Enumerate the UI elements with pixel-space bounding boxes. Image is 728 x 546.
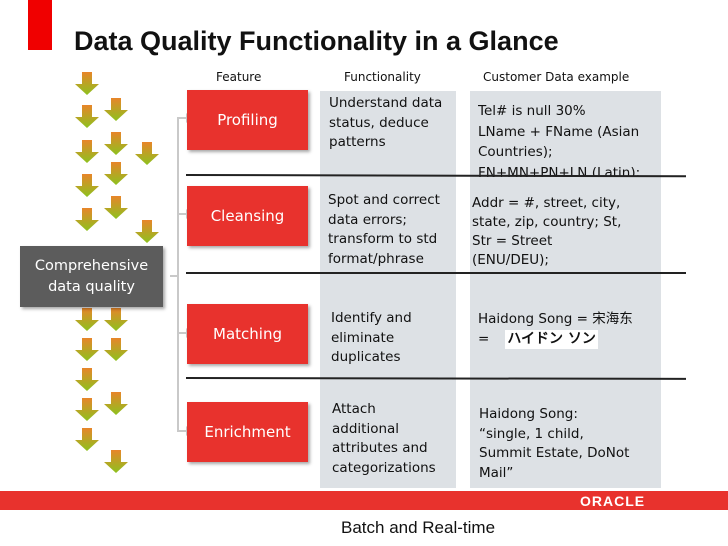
footer-bar [0,491,728,510]
comprehensive-line-2: data quality [48,278,135,295]
text-line: LName + FName (Asian [478,123,640,140]
text-line: attributes and [332,440,428,456]
text-line: duplicates [331,349,401,365]
example-cleansing: Addr = #, street, city, state, zip, coun… [472,194,621,270]
text-line: Understand data [329,95,443,111]
text-line: Countries); [478,144,553,160]
text-line: Haidong Song: [479,406,578,422]
feature-profiling: Profiling [187,90,308,150]
example-matching: Haidong Song = 宋海东 = ハイドン ソン [478,310,633,349]
text-line: patterns [329,134,386,150]
feature-cleansing: Cleansing [187,186,308,246]
corner-accent [28,0,52,50]
functionality-profiling: Understand data status, deduce patterns [329,94,442,153]
functionality-cleansing: Spot and correct data errors; transform … [328,191,440,269]
functionality-enrichment: Attach additional attributes and categor… [332,400,436,478]
column-header-customer-example: Customer Data example [483,70,630,84]
text-line: additional [332,420,400,437]
functionality-matching: Identify and eliminate duplicates [331,309,412,368]
text-line: Mail” [479,464,514,481]
example-panel [470,91,661,488]
text-line: Identify and [331,310,412,326]
text-line: Attach [332,401,376,417]
column-header-feature: Feature [216,70,262,84]
example-profiling: Tel# is null 30% LName + FName (Asian Co… [478,101,640,177]
text-line: Addr = #, street, city, [472,195,621,211]
text-line: (ENU/DEU); [472,252,549,268]
text-line: data errors; [328,211,407,228]
feature-enrichment: Enrichment [187,402,308,462]
text-line: = [478,330,490,347]
text-line: Haidong Song = 宋海东 [478,311,633,327]
slide-title: Data Quality Functionality in a Glance [74,26,559,56]
katakana-line: = ハイドン ソン [478,329,633,349]
row-divider [186,272,686,274]
arrow-column-right [135,142,159,243]
text-line: state, zip, country; St, [472,214,622,230]
connector-arrowheads [186,113,192,436]
footer-caption: Batch and Real-time [341,518,496,537]
text-line: Summit Estate, DoNot [479,445,630,461]
feature-matching: Matching [187,304,308,364]
text-line: categorizations [332,459,436,476]
example-enrichment: Haidong Song: “single, 1 child, Summit E… [479,405,629,483]
text-line: Str = Street [472,233,553,249]
comprehensive-data-quality-box: Comprehensive data quality [20,246,163,307]
comprehensive-line-1: Comprehensive [34,257,149,274]
text-line: Spot and correct [328,192,440,208]
text-line: eliminate [331,329,395,346]
text-line: FN+MN+PN+LN (Latin); [478,164,641,178]
functionality-panel [320,91,456,488]
arrow-column-left [75,72,99,451]
text-line: status, deduce [329,114,429,131]
arrow-column-middle [104,98,128,473]
oracle-logo: ORACLE [580,493,646,509]
text-line: transform to std [328,231,438,247]
katakana-name: ハイドン ソン [505,329,598,349]
text-line: “single, 1 child, [479,425,584,442]
bracket-connectors [170,117,186,432]
column-header-functionality: Functionality [344,70,421,84]
text-line: format/phrase [328,250,424,267]
text-line: Tel# is null 30% [478,103,586,119]
